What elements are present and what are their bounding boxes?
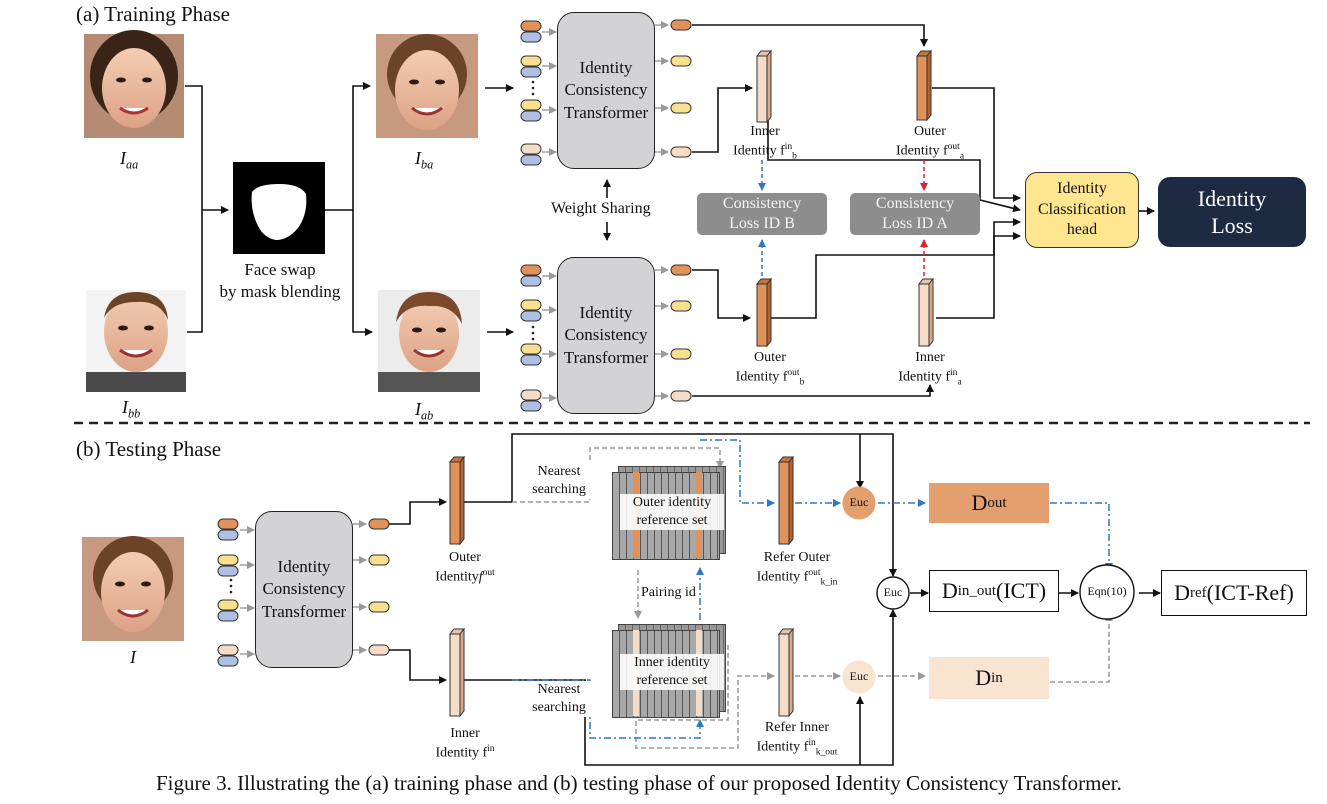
- label-refer-outer: Refer Outer Identity foutk_in: [756, 550, 838, 588]
- ict-block-train-top: Identity Consistency Transformer: [557, 12, 655, 169]
- eqn-label: Eqn(10): [1087, 584, 1127, 598]
- inner-ref-set-stack: Inner identity reference set: [612, 624, 726, 718]
- consistency-arrows: [758, 160, 928, 276]
- feature-bar-refer-inner: [777, 627, 795, 718]
- feature-bar-inner-b: [755, 49, 773, 124]
- label-inner-identity-a: Inner Identity fina: [898, 350, 962, 388]
- testing-gray-dashed: [512, 447, 1113, 749]
- feature-bar-inner-a: [917, 277, 935, 348]
- face-image-ibb: [86, 290, 186, 392]
- outer-ref-set-label: Outer identity reference set: [620, 494, 724, 531]
- training-phase-title: (a) Training Phase: [76, 2, 230, 26]
- figure-caption: Figure 3. Illustrating the (a) training …: [156, 771, 1122, 795]
- label-test-outer-identity: Outer Identityfout: [435, 550, 495, 585]
- euc-label-center: Euc: [883, 585, 903, 599]
- label-test-input: I: [130, 647, 136, 667]
- label-iaa: Iaa: [120, 148, 139, 172]
- testing-phase-title: (b) Testing Phase: [76, 437, 222, 461]
- nearest-searching-inner: Nearest searching: [524, 681, 594, 718]
- testing-blue-dashdot: [512, 439, 1113, 739]
- face-image-iab: [378, 290, 480, 392]
- feature-bar-refer-outer: [777, 455, 795, 546]
- token-arrows-train-bottom: [542, 266, 669, 402]
- euc-node-inner: [842, 660, 876, 694]
- feature-bar-outer-a: [915, 49, 933, 122]
- euc-label-inner: Euc: [849, 669, 869, 683]
- pairing-id-label: Pairing id: [641, 585, 696, 601]
- token-arrows-train-top: [542, 21, 669, 156]
- face-image-iba: [376, 34, 478, 138]
- identity-loss-box: Identity Loss: [1158, 177, 1306, 247]
- euc-node-center: [876, 576, 910, 610]
- label-iab: Iab: [415, 399, 434, 423]
- token-stack-test: [217, 518, 390, 667]
- euc-label-outer: Euc: [849, 495, 869, 509]
- label-outer-identity-b: Outer Identity foutb: [735, 350, 805, 388]
- face-image-iaa: [84, 30, 184, 138]
- token-stack-train-top: [520, 19, 692, 166]
- blend-mask-image: [233, 162, 325, 254]
- feature-bar-test-outer: [448, 455, 466, 546]
- feature-bar-test-inner: [448, 627, 466, 718]
- label-inner-identity-b: Inner Identity finb: [733, 124, 797, 162]
- inner-ref-set-label: Inner identity reference set: [620, 654, 724, 691]
- face-image-test-input: [82, 536, 184, 641]
- consistency-loss-a: Consistency Loss ID A: [850, 193, 980, 235]
- ict-block-test: Identity Consistency Transformer: [255, 511, 353, 668]
- label-test-inner-identity: Inner Identity fin: [435, 726, 495, 761]
- eqn-node: [1079, 564, 1135, 620]
- outer-ref-set-stack: Outer identity reference set: [612, 466, 726, 560]
- face-swap-label: Face swap by mask blending: [219, 260, 341, 302]
- training-arrows: [185, 24, 1155, 397]
- consistency-loss-b: Consistency Loss ID B: [697, 193, 827, 235]
- label-refer-inner: Refer Inner Identity fink_out: [756, 720, 838, 758]
- weight-sharing-label: Weight Sharing: [549, 200, 653, 218]
- label-ibb: Ibb: [122, 397, 141, 421]
- ellipsis-dots: [229, 80, 535, 594]
- ict-block-train-bottom: Identity Consistency Transformer: [557, 257, 655, 414]
- label-iba: Iba: [415, 148, 434, 172]
- label-outer-identity-a: Outer Identity fouta: [895, 124, 965, 162]
- euc-node-outer: [842, 486, 876, 520]
- token-arrows-test: [240, 520, 367, 658]
- token-stack-train-bottom: [520, 264, 692, 412]
- nearest-searching-outer: Nearest searching: [524, 463, 594, 500]
- identity-classification-head: Identity Classification head: [1025, 172, 1139, 248]
- feature-bar-outer-b: [755, 277, 773, 348]
